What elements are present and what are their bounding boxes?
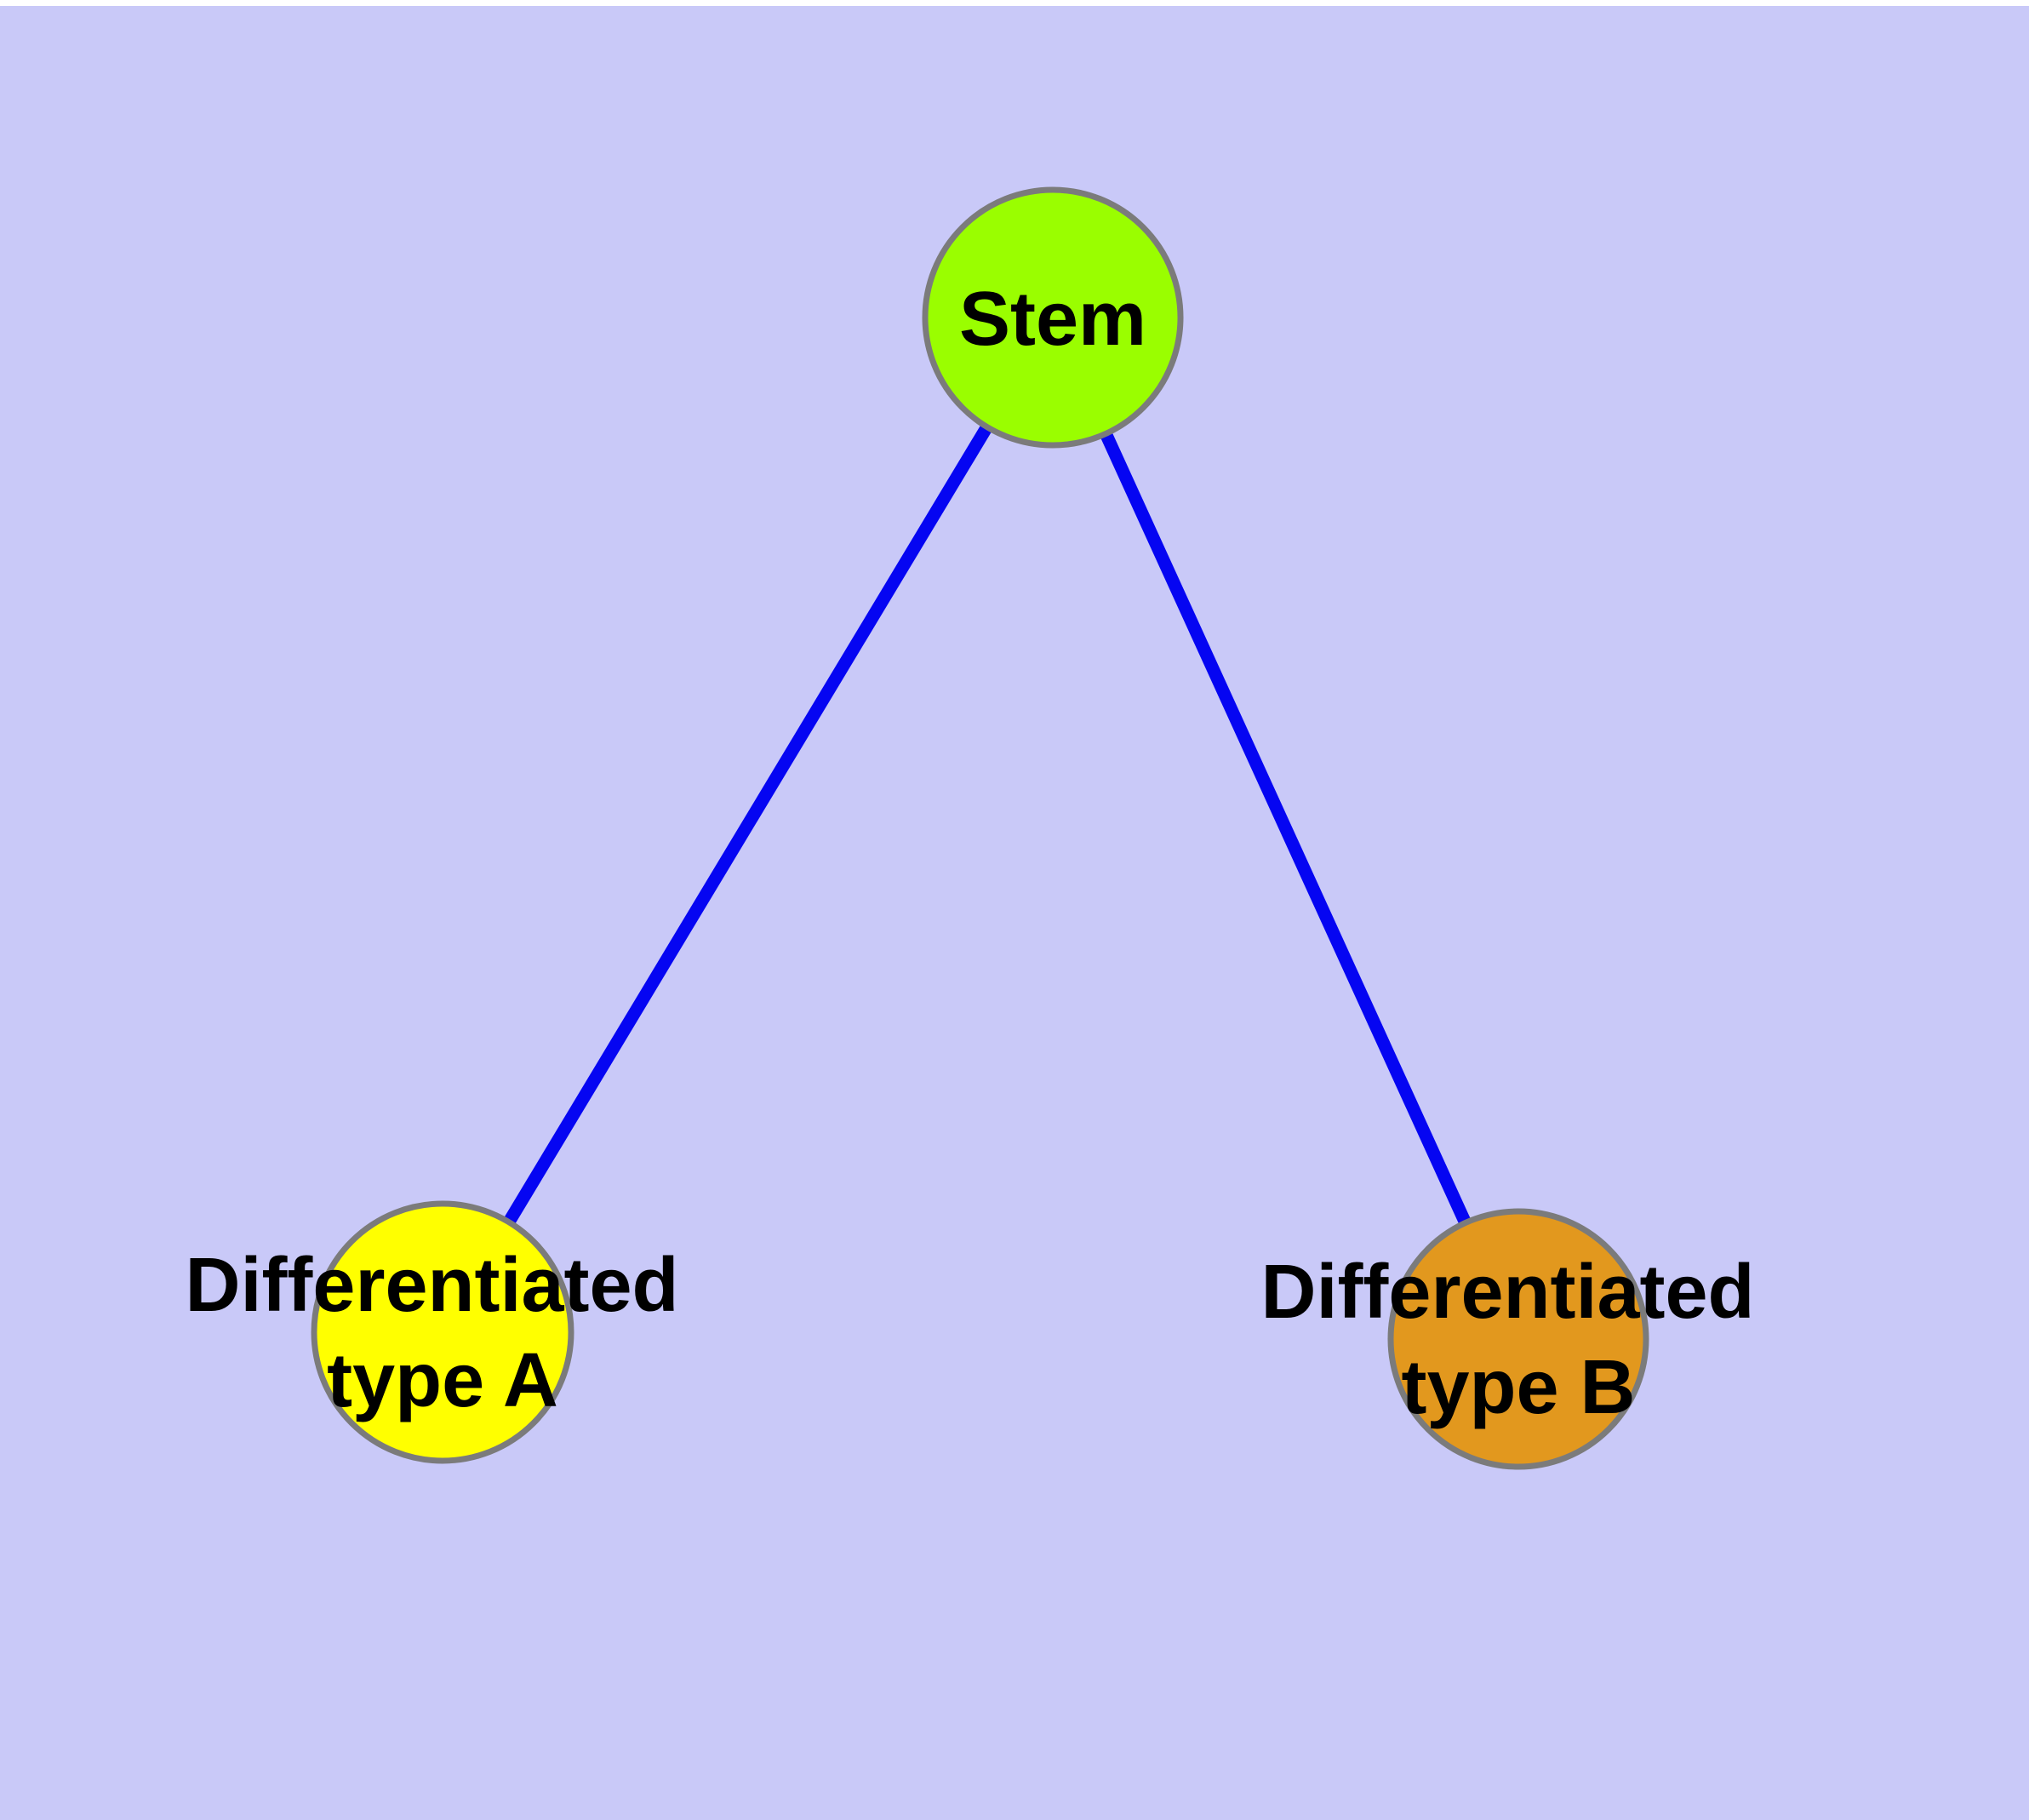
type-a-label-line1: Differentiated <box>185 1243 678 1328</box>
type-b-node-label: Differentiated type B <box>1260 1250 1775 1430</box>
type-a-node <box>311 1200 574 1464</box>
edge-stem-to-type-b <box>1047 314 1524 1342</box>
edge-stem-to-type-a <box>437 314 1059 1336</box>
stem-node <box>922 186 1184 449</box>
type-a-label-line2: type A <box>327 1338 558 1423</box>
type-a-node-label: Differentiated type A <box>185 1243 700 1423</box>
stem-node-label: Stem <box>959 277 1146 362</box>
top-margin-strip <box>0 0 2029 6</box>
type-b-label-line2: type B <box>1401 1345 1635 1430</box>
type-b-label-line1: Differentiated <box>1260 1250 1754 1335</box>
type-b-node <box>1387 1208 1649 1470</box>
